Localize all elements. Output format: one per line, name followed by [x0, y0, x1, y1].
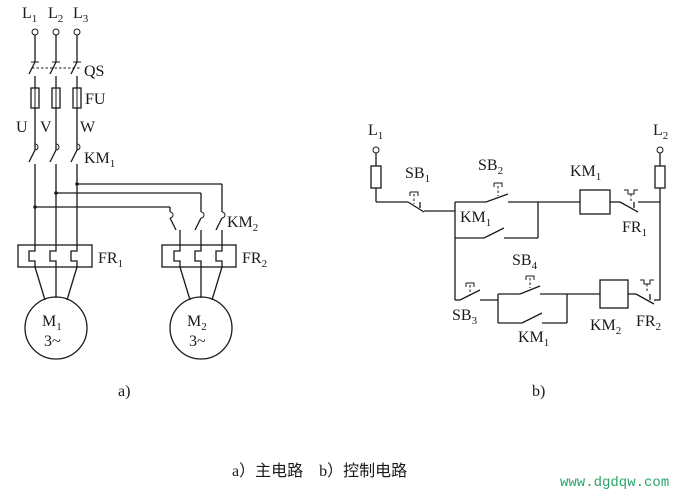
motor-m2 [169, 296, 233, 360]
km1-interlock-label: KM1 [518, 329, 549, 349]
control-l2-label: L2 [653, 122, 668, 142]
main-circuit: L1 L2 L3 QS [16, 5, 267, 400]
control-l1-label: L1 [368, 122, 383, 142]
motor-m1-type: 3~ [44, 333, 61, 350]
fr2-contact [635, 279, 655, 305]
motor-m1 [24, 296, 88, 360]
terminal-l1 [31, 28, 39, 36]
fu-label: FU [85, 91, 106, 108]
label-b: b) [532, 383, 545, 400]
phase-label-1: L1 [22, 5, 37, 25]
switch-qs [28, 61, 81, 75]
contactor-km2 [169, 211, 226, 231]
fr1-contact [619, 189, 639, 213]
phase-label-2: L2 [48, 5, 63, 25]
fr2-contact-label: FR2 [636, 313, 661, 333]
button-sb2 [485, 182, 509, 203]
fr1-label: FR1 [98, 250, 123, 270]
sb4-label: SB4 [512, 252, 538, 272]
km1-aux-contact [483, 227, 505, 239]
sb3-label: SB3 [452, 307, 478, 327]
relay-fr2 [161, 244, 237, 268]
km1-label: KM1 [84, 150, 115, 170]
control-circuit: L1 SB1 SB2 KM1 KM1 [368, 122, 668, 400]
terminal-u: U [16, 119, 28, 136]
fuses-fu [30, 87, 82, 109]
motor-m1-name: M1 [42, 313, 62, 333]
fr1-contact-label: FR1 [622, 219, 647, 239]
terminal-v: V [40, 119, 52, 136]
control-fuse-1 [370, 165, 382, 189]
qs-label: QS [84, 63, 104, 80]
terminal-l2 [52, 28, 60, 36]
control-fuse-2 [654, 165, 666, 189]
sb2-label: SB2 [478, 157, 503, 177]
sb1-label: SB1 [405, 165, 430, 185]
km2-label: KM2 [227, 214, 258, 234]
km1-aux-label: KM1 [460, 209, 491, 229]
watermark: www.dgdqw.com [560, 475, 669, 491]
motor-m2-type: 3~ [189, 333, 206, 350]
terminal-w: W [80, 119, 96, 136]
button-sb3 [459, 282, 481, 301]
figure-caption: a）主电路 b）控制电路 [232, 462, 407, 480]
button-sb4 [519, 275, 541, 295]
km1-coil-label: KM1 [570, 163, 601, 183]
relay-fr1 [17, 244, 93, 268]
contactor-km1 [28, 143, 81, 163]
terminal-l3 [73, 28, 81, 36]
km2-coil-label: KM2 [590, 317, 621, 337]
km2-coil [599, 279, 629, 309]
fr2-label: FR2 [242, 250, 267, 270]
motor-m2-name: M2 [187, 313, 207, 333]
km1-interlock-contact [521, 312, 543, 324]
label-a: a) [118, 383, 130, 400]
phase-label-3: L3 [73, 5, 89, 25]
km1-coil [579, 189, 611, 215]
button-sb1 [407, 191, 425, 213]
